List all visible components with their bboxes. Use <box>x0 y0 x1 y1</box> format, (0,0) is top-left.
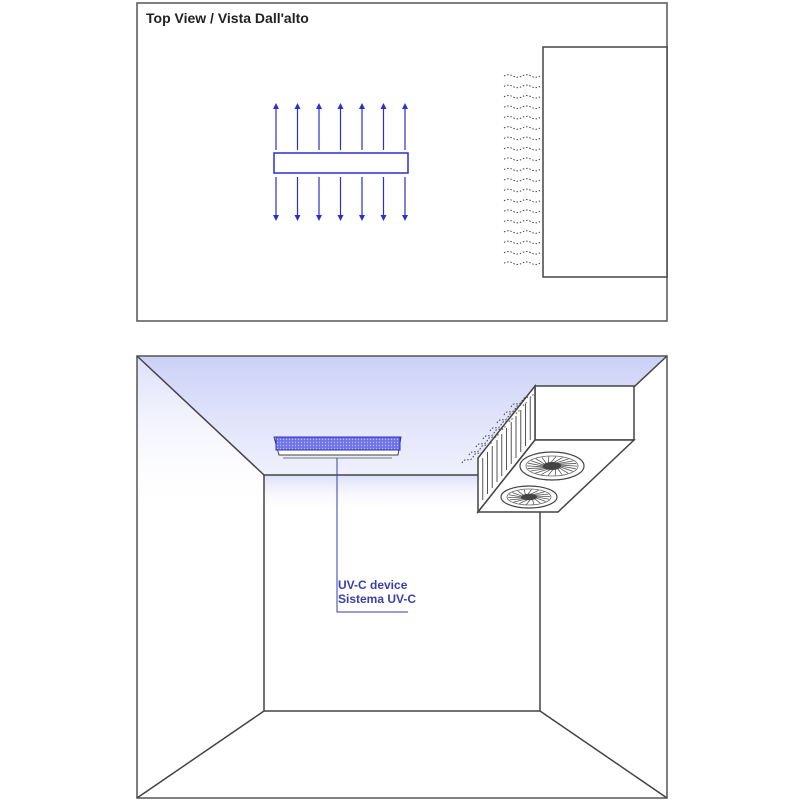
airflow-line <box>503 251 541 255</box>
airflow-line <box>482 425 506 440</box>
airflow-lines-plan <box>503 74 541 265</box>
top-view-title: Top View / Vista Dall'alto <box>146 10 309 26</box>
airflow-line <box>489 417 513 432</box>
floor-edge-right <box>539 710 668 799</box>
airflow-line <box>503 401 527 416</box>
uv-device-label-en: UV-C device <box>338 578 408 592</box>
room-frame <box>136 355 668 799</box>
uv-device-perspective <box>273 436 402 459</box>
back-wall <box>263 474 541 712</box>
airflow-line <box>503 209 541 213</box>
room-perspective-panel <box>136 355 668 799</box>
ceiling-fan-icon <box>500 485 558 509</box>
airflow-line <box>503 167 541 172</box>
unit-side-grille <box>482 398 531 500</box>
top-view-panel <box>136 2 668 322</box>
airflow-line <box>503 230 541 234</box>
airflow-line <box>503 147 541 151</box>
airflow-line <box>503 105 541 109</box>
fan-coil-unit-plan <box>542 46 668 278</box>
airflow-line <box>475 433 499 448</box>
ceiling-fan-coil-unit <box>476 383 636 515</box>
uv-device-callout: UV-C device Sistema UV-C <box>338 578 416 606</box>
airflow-line <box>503 126 541 130</box>
airflow-lines-perspective <box>461 393 534 464</box>
airflow-line <box>461 449 485 464</box>
ceiling-edge-left <box>136 355 265 476</box>
uv-left-wall-glow <box>137 356 264 515</box>
uv-emission-arrows <box>273 103 408 221</box>
airflow-line <box>503 136 541 141</box>
uv-device-label-it: Sistema UV-C <box>338 592 417 606</box>
airflow-line <box>510 393 534 408</box>
airflow-line <box>503 84 541 89</box>
airflow-line <box>496 409 520 424</box>
airflow-line <box>503 157 541 161</box>
airflow-line <box>503 115 541 120</box>
airflow-line <box>503 178 541 182</box>
callout-leader <box>336 458 408 613</box>
ceiling-fan-icon <box>519 451 585 481</box>
airflow-line <box>503 219 541 224</box>
airflow-line <box>503 261 541 265</box>
airflow-line <box>503 95 541 99</box>
airflow-line <box>503 199 541 203</box>
airflow-line <box>503 74 541 78</box>
uv-device-plan <box>273 152 409 174</box>
uv-back-wall-glow <box>264 475 540 512</box>
airflow-line <box>503 240 541 245</box>
floor-edge-left <box>136 710 265 799</box>
airflow-line <box>503 188 541 193</box>
airflow-line <box>468 441 492 456</box>
